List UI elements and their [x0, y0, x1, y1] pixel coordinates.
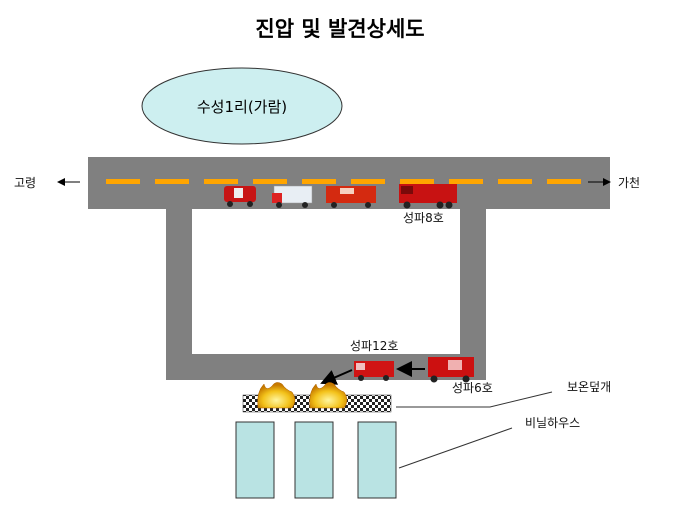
- fire-truck-12-icon: [354, 361, 394, 381]
- direction-left-label: 고령: [14, 176, 36, 190]
- cover-label: 보온덮개: [567, 380, 611, 394]
- greenhouse: [357, 421, 397, 499]
- truck-6-label: 성파6호: [452, 381, 493, 395]
- rescue-truck-icon: [272, 185, 313, 208]
- truck-12-label: 성파12호: [350, 339, 398, 353]
- ladder-truck-icon: [326, 186, 376, 208]
- fire-icon: [309, 382, 348, 409]
- fire-truck-8-icon: [399, 184, 457, 209]
- cover-pointer-line: [396, 391, 553, 408]
- fire-icon: [257, 382, 296, 409]
- greenhouse-pointer-line: [398, 427, 513, 469]
- fire-truck-6-icon: [428, 357, 474, 383]
- ambulance-van-icon: [224, 186, 256, 207]
- greenhouses: [235, 421, 397, 499]
- truck-8-label: 성파8호: [403, 211, 444, 225]
- greenhouse-label: 비닐하우스: [525, 416, 580, 430]
- arrow-attack-icon: [320, 369, 353, 385]
- greenhouse: [235, 421, 275, 499]
- greenhouse: [294, 421, 334, 499]
- village-label: 수성1리(가람): [197, 98, 287, 116]
- village-ellipse: 수성1리(가람): [141, 67, 343, 145]
- direction-right-label: 가천: [618, 175, 640, 190]
- lane-markings: [106, 179, 581, 184]
- page-title: 진압 및 발견상세도: [255, 17, 424, 41]
